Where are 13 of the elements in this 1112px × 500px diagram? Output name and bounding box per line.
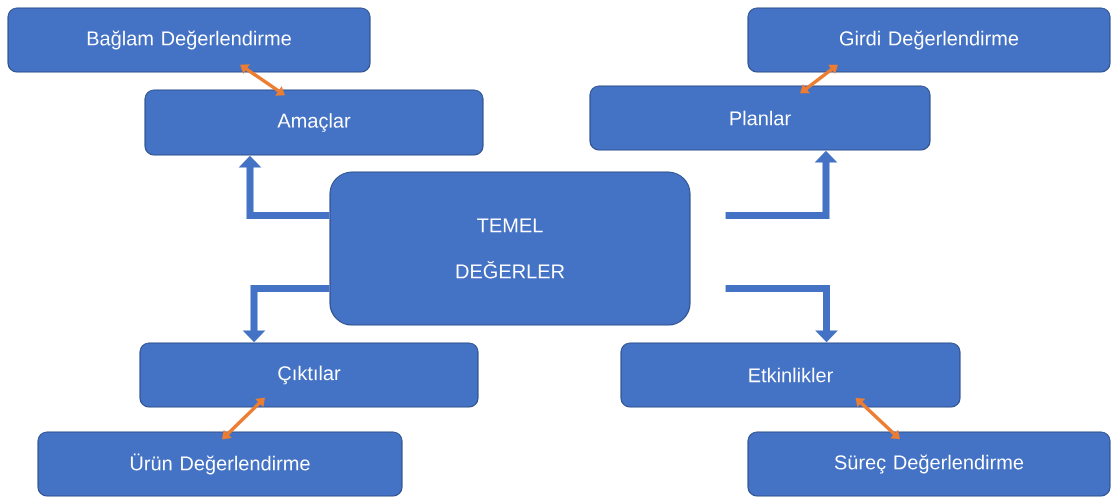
rounded-box: Etkinlikler	[620, 342, 961, 408]
rounded-box: Bağlam Değerlendirme	[7, 7, 371, 73]
rounded-box: Çıktılar	[139, 342, 479, 408]
rounded-box: Ürün Değerlendirme	[37, 431, 403, 497]
double-arrow	[240, 64, 285, 96]
double-arrow	[855, 397, 900, 440]
rounded-box: Planlar	[589, 85, 931, 151]
double-arrow	[222, 397, 265, 440]
rounded-box: Süreç Değerlendirme	[747, 431, 1111, 497]
double-arrow	[800, 64, 838, 94]
center-box: TEMEL DEĞERLER	[329, 171, 691, 326]
rounded-box: Girdi Değerlendirme	[747, 7, 1111, 73]
rounded-box: Amaçlar	[144, 89, 484, 156]
